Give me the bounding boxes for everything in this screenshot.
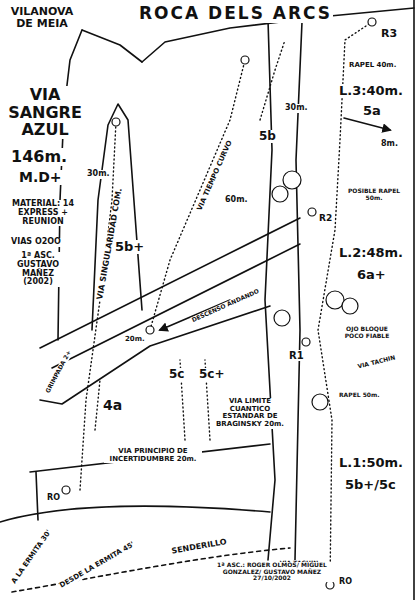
topo-label: VIA LIMITE CUANTICO ESTANDAR DE BRAGINSK… xyxy=(212,398,288,429)
tower-top xyxy=(82,30,142,62)
tree-symbol xyxy=(274,310,290,326)
cliff-edge xyxy=(413,0,415,600)
topo-label: M.D+ xyxy=(18,170,63,185)
topo-label: 5b+/5c xyxy=(344,478,397,492)
topo-label: 5c+ xyxy=(198,368,226,381)
topo-label: MATERIAL: 14 EXPRESS + REUNION xyxy=(4,200,82,226)
route-line xyxy=(150,60,245,330)
topo-label: RO xyxy=(46,494,61,503)
block-top xyxy=(30,444,270,472)
belay-symbol xyxy=(308,208,316,216)
topo-label: 8m. xyxy=(380,140,399,149)
topo-label: POSIBLE RAPEL 50m. xyxy=(344,188,404,201)
ledge-line xyxy=(40,218,300,348)
belay-symbol xyxy=(241,56,249,64)
topo-label: 20m. xyxy=(124,336,146,344)
crack-line xyxy=(265,20,275,560)
ledge-line xyxy=(52,244,300,368)
topo-label: 6a+ xyxy=(356,268,387,282)
topo-label: SENDERILLO xyxy=(170,538,229,557)
traverse-arrow xyxy=(344,118,390,130)
topo-label: 30m. xyxy=(284,104,309,113)
tree-symbol xyxy=(272,186,288,202)
tree-symbol xyxy=(342,298,358,314)
topo-label: L.2:48m. xyxy=(338,246,404,260)
belay-symbol xyxy=(302,338,310,346)
topo-label: 60m. xyxy=(224,196,249,205)
topo-label: VILANOVA DE MEIA xyxy=(6,6,78,30)
belay-symbol xyxy=(62,486,70,494)
topo-label: 5a xyxy=(362,104,382,118)
crack-line xyxy=(295,22,302,560)
tree-symbol xyxy=(283,171,301,189)
belay-symbol xyxy=(112,118,120,126)
topo-label: VIA PRINCIPIO DE INCERTIDUMBRE 20m. xyxy=(104,448,202,463)
topo-label: 5b xyxy=(258,130,277,143)
topo-label: 30m. xyxy=(86,170,111,179)
belay-symbol xyxy=(146,326,154,334)
topo-label: RO xyxy=(338,578,353,587)
topo-label: 146m. xyxy=(10,148,68,166)
topo-label: OJO BLOQUE POCO FIABLE xyxy=(342,326,392,339)
route-line xyxy=(260,40,285,120)
tree-symbol xyxy=(326,291,344,309)
lower-ledge xyxy=(40,306,270,404)
belay-symbol xyxy=(326,581,334,589)
topo-label: 1ª ASC.: ROGER OLMOS/ MIGUEL GONZALEZ/ G… xyxy=(208,562,336,582)
topo-label: 1ª ASC. GUSTAVO MAÑEZ (2002) xyxy=(6,252,70,287)
topo-label: R2 xyxy=(318,214,333,224)
topo-label: RAPEL 40m. xyxy=(348,62,397,70)
pillar-outline xyxy=(92,104,142,330)
route-line xyxy=(80,122,116,490)
tree-symbol xyxy=(312,394,328,410)
topo-label: VIAS O2OO xyxy=(10,238,62,247)
diagram-title: ROCA DELS ARCS xyxy=(138,4,333,23)
topo-label: VIA TACHIN xyxy=(356,354,397,370)
topo-label: RAPEL 50m. xyxy=(338,392,381,399)
topo-label: R1 xyxy=(288,350,305,361)
route-line xyxy=(95,380,100,430)
topo-label: R3 xyxy=(380,28,398,40)
topo-label: VIA SANGRE AZUL xyxy=(6,86,84,139)
belay-symbol xyxy=(368,18,376,26)
ground-line xyxy=(0,506,270,522)
topo-label: 5b+ xyxy=(114,240,145,254)
topo-label: 4a xyxy=(102,398,123,413)
topo-label: L.3:40m. xyxy=(338,84,404,98)
topo-label: DESDE LA ERMITA 45' xyxy=(58,541,137,591)
topo-label: L.1:50m. xyxy=(338,456,404,470)
topo-label: 5c xyxy=(168,368,185,381)
topo-label: A LA ERMITA 30' xyxy=(10,528,54,586)
topo-label: GRIMPADA 2+ xyxy=(44,349,73,395)
